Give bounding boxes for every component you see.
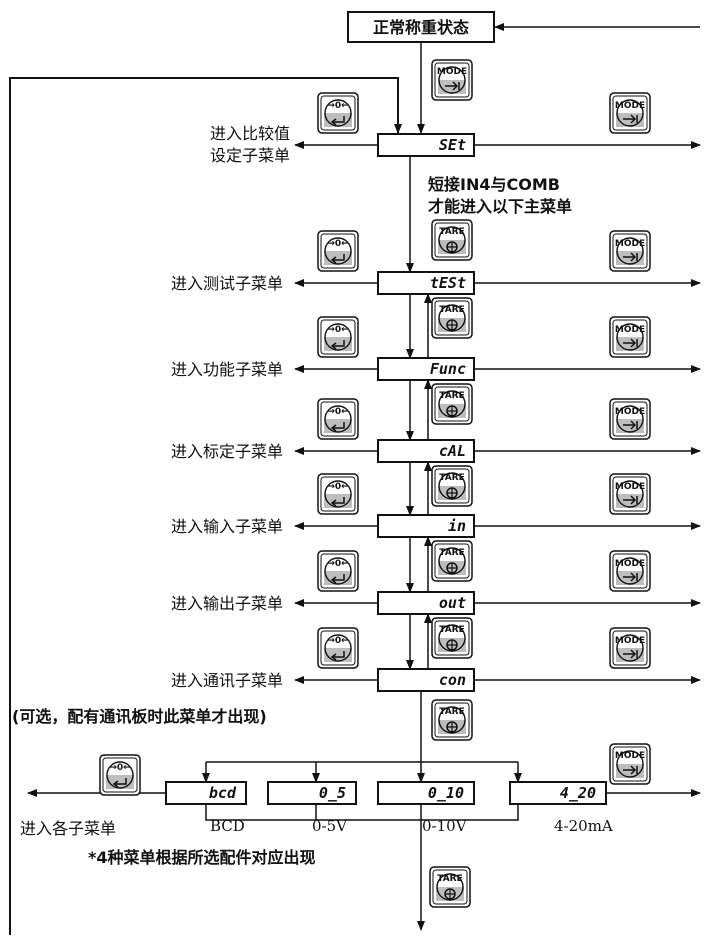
option-label: 0-10V: [422, 817, 468, 835]
option-label: 4-20mA: [554, 817, 613, 835]
mode-key-label: MODE: [615, 636, 645, 646]
menu-code-text: in: [448, 517, 466, 535]
menu-code-text: tESt: [430, 274, 466, 292]
tare-key-icon-footer: [429, 866, 471, 908]
menu-label: 进入标定子菜单: [171, 442, 283, 461]
menu-label-2: 设定子菜单: [210, 146, 290, 165]
menu-code-text: SEt: [439, 136, 466, 154]
mode-key-icon[interactable]: [609, 627, 651, 669]
optional-note: (可选，配有通讯板时此菜单才出现): [12, 707, 267, 726]
tare-key-label: TARE: [439, 548, 464, 558]
option-code-text: 0_10: [428, 784, 464, 802]
mode-key-label: MODE: [615, 239, 645, 249]
zero-key-label: →0←: [327, 482, 349, 492]
zero-enter-key-icon[interactable]: [317, 398, 359, 440]
tare-key-icon[interactable]: [431, 540, 473, 582]
mode-key-label: MODE: [615, 407, 645, 417]
mode-key-icon[interactable]: [609, 316, 651, 358]
zero-enter-key-icon[interactable]: [317, 473, 359, 515]
zero-key-label: →0←: [327, 636, 349, 646]
menu-label: 进入功能子菜单: [171, 360, 283, 379]
zero-enter-key-icon[interactable]: [317, 550, 359, 592]
menu-label: 进入输出子菜单: [171, 594, 283, 613]
tare-key-label: TARE: [439, 227, 464, 237]
top-state-label: 正常称重状态: [373, 18, 469, 37]
option-3: 0_10 0-10V: [377, 762, 475, 835]
menu-label: 进入通讯子菜单: [171, 671, 283, 690]
option-label: 0-5V: [312, 817, 348, 835]
menu-code-text: out: [439, 594, 466, 612]
zero-enter-key-icon[interactable]: [317, 316, 359, 358]
zero-enter-key-icon[interactable]: [317, 627, 359, 669]
option-code-box[interactable]: [377, 781, 475, 805]
option-label: BCD: [210, 817, 245, 835]
tare-key-label: TARE: [439, 707, 464, 717]
tare-key-icon[interactable]: [431, 465, 473, 507]
zero-key-label: →0←: [327, 239, 349, 249]
tare-key-icon[interactable]: [431, 699, 473, 741]
menu-label: 进入测试子菜单: [171, 274, 283, 293]
mode-key-label: MODE: [615, 482, 645, 492]
option-code-box[interactable]: [267, 781, 357, 805]
menu-row-4: cAL 进入标定子菜单 →0← MODE TARE: [171, 398, 651, 516]
option-code-text: 0_5: [319, 784, 346, 802]
menu-row-5: in 进入输入子菜单 →0← MODE TARE: [171, 473, 651, 593]
zero-enter-key-icon[interactable]: [99, 754, 141, 796]
option-2: 0_5 0-5V: [267, 762, 357, 835]
menu-row-7: con 进入通讯子菜单 →0← MODE: [171, 627, 651, 692]
enter-each-label: 进入各子菜单: [20, 819, 116, 838]
menu-code-text: con: [439, 671, 466, 689]
menu-code-text: Func: [430, 360, 466, 378]
mode-key-icon[interactable]: [431, 59, 473, 101]
mode-key-icon[interactable]: [609, 743, 651, 785]
mode-key-icon[interactable]: [609, 398, 651, 440]
zero-enter-key-icon[interactable]: [317, 92, 359, 134]
option-code-text: 4_20: [560, 784, 596, 802]
mode-key-label: MODE: [615, 325, 645, 335]
zero-key-label: →0←: [327, 101, 349, 111]
tare-key-label: TARE: [439, 473, 464, 483]
zero-key-label: →0←: [327, 559, 349, 569]
comb-note-line1: 短接IN4与COMB: [428, 175, 560, 194]
tare-key-label: TARE: [439, 391, 464, 401]
tare-key-icon[interactable]: [431, 383, 473, 425]
menu-row-2: tESt 进入测试子菜单 →0← MODE TARE: [171, 230, 651, 359]
menu-row-6: out 进入输出子菜单 →0← MODE TARE: [171, 550, 651, 670]
tare-key-label: TARE: [437, 874, 462, 884]
menu-code-text: cAL: [439, 442, 466, 460]
mode-key-label: MODE: [615, 101, 645, 111]
mode-key-label: MODE: [615, 559, 645, 569]
option-code-text: bcd: [209, 784, 237, 802]
menu-row-3: Func 进入功能子菜单 →0← MODE TARE: [171, 316, 651, 441]
option-4: 4_20 4-20mA: [509, 762, 613, 835]
tare-key-icon[interactable]: [431, 297, 473, 339]
mode-key-icon[interactable]: [609, 230, 651, 272]
zero-key-label: →0←: [327, 325, 349, 335]
zero-key-label: →0←: [327, 407, 349, 417]
zero-enter-key-icon[interactable]: [317, 230, 359, 272]
mode-key-icon[interactable]: [609, 473, 651, 515]
menu-label: 进入输入子菜单: [171, 517, 283, 536]
mode-key-icon[interactable]: [609, 92, 651, 134]
comb-note-line2: 才能进入以下主菜单: [428, 197, 572, 216]
tare-key-label: TARE: [439, 625, 464, 635]
tare-key-icon[interactable]: [431, 617, 473, 659]
tare-key-label: TARE: [439, 305, 464, 315]
zero-key-label: →0←: [109, 763, 131, 773]
mode-key-icon[interactable]: [609, 550, 651, 592]
menu-label: 进入比较值: [210, 124, 290, 143]
footer-note: *4种菜单根据所选配件对应出现: [88, 848, 316, 867]
tare-key-icon[interactable]: [431, 219, 473, 261]
mode-key-label: MODE: [615, 751, 645, 761]
mode-key-label: MODE: [437, 67, 467, 77]
